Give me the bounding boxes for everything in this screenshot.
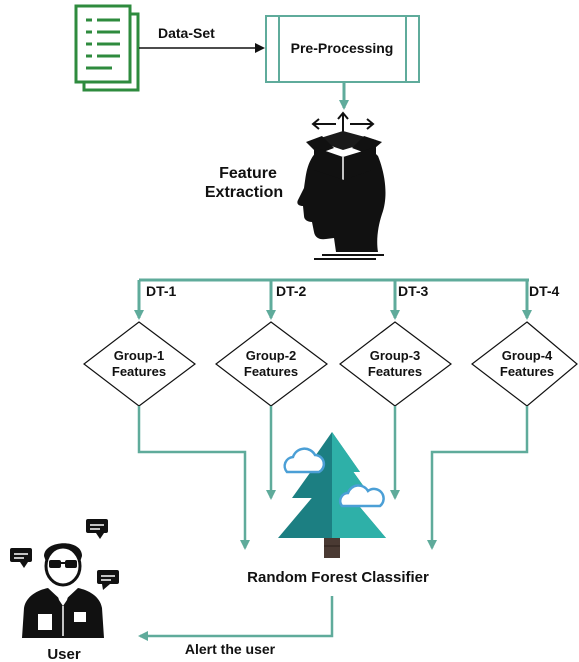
group-3-line1: Group-3 [370, 348, 421, 363]
group-2-diamond[interactable]: Group-2 Features [215, 321, 328, 407]
group-1-line2: Features [112, 364, 166, 379]
user-label: User [47, 646, 81, 662]
group-1-diamond[interactable]: Group-1 Features [83, 321, 196, 407]
dt4-label: DT-4 [529, 283, 560, 299]
tree-cloud-icon [278, 432, 386, 558]
feature-extraction-line2: Extraction [205, 184, 283, 201]
preprocessing-box[interactable]: Pre-Processing [265, 15, 420, 83]
dt2-label: DT-2 [276, 283, 307, 299]
alert-arrow [138, 596, 334, 641]
user-chat-icon [10, 519, 119, 638]
group4-to-classifier-arrow [427, 406, 529, 550]
group-2-line1: Group-2 [246, 348, 297, 363]
group-3-line2: Features [368, 364, 422, 379]
dataset-label: Data-Set [158, 25, 215, 41]
group-4-diamond[interactable]: Group-4 Features [471, 321, 578, 407]
group-4-line2: Features [500, 364, 554, 379]
dt1-label: DT-1 [146, 283, 177, 299]
preprocessing-label: Pre-Processing [291, 40, 394, 56]
dt3-label: DT-3 [398, 283, 429, 299]
head-box-icon [297, 111, 386, 260]
group-4-line1: Group-4 [502, 348, 553, 363]
classifier-label: Random Forest Classifier [247, 569, 429, 586]
alert-label: Alert the user [185, 641, 276, 657]
feature-extraction-line1: Feature [219, 165, 277, 182]
group-1-line1: Group-1 [114, 348, 165, 363]
group-3-diamond[interactable]: Group-3 Features [339, 321, 452, 407]
group1-to-classifier-arrow [137, 406, 250, 550]
document-icon [74, 4, 140, 92]
group-2-line2: Features [244, 364, 298, 379]
